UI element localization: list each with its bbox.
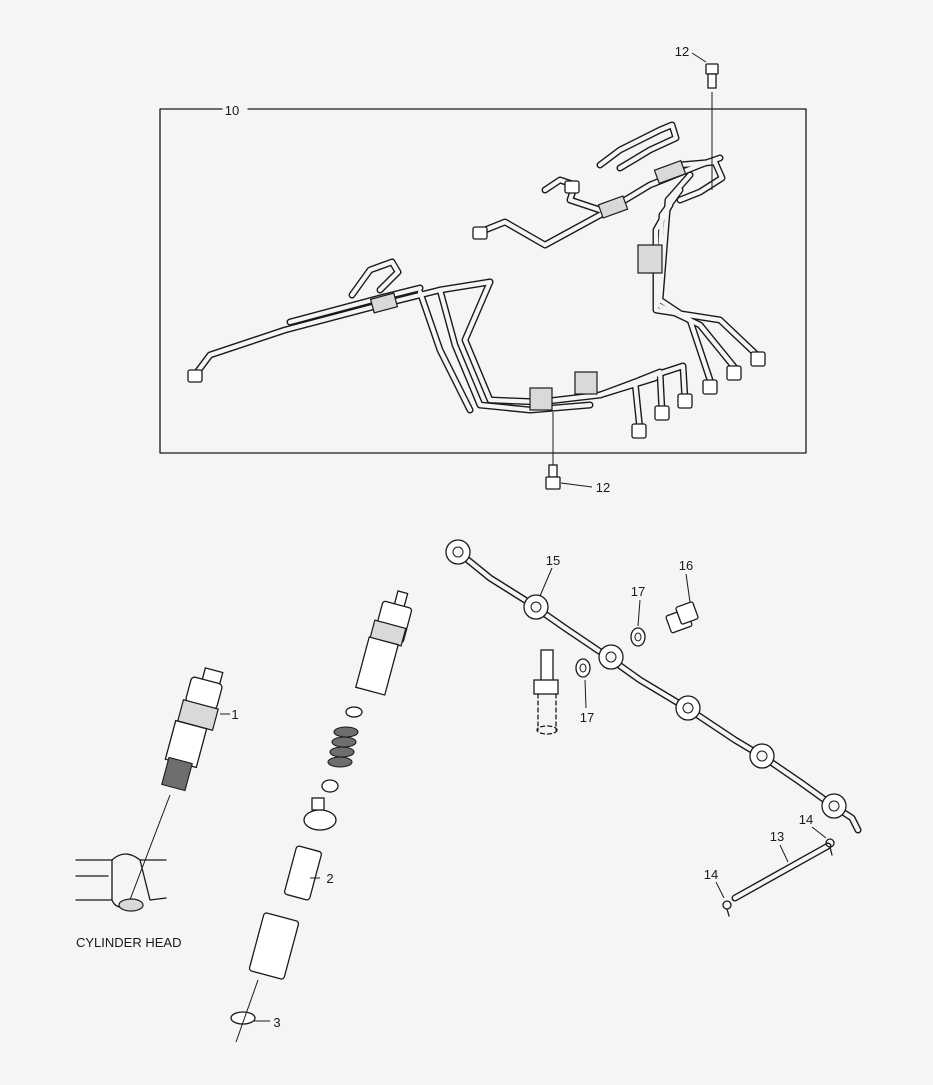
pipe-clamps [369, 159, 687, 411]
banjo-fittings [445, 539, 847, 819]
injector-stub [533, 649, 559, 735]
spring [327, 726, 359, 768]
callout-numbers: 10 12 12 1 2 3 15 16 17 17 13 14 14 [225, 44, 813, 1030]
callout-15: 15 [546, 553, 560, 568]
leak-off-line [445, 539, 862, 834]
callout-16: 16 [679, 558, 693, 573]
callout-12-bottom: 12 [596, 480, 610, 495]
callout-leaders [220, 52, 827, 1022]
callout-17-upper: 17 [631, 584, 645, 599]
callout-2: 2 [326, 871, 333, 886]
callout-17-lower: 17 [580, 710, 594, 725]
callout-13: 13 [770, 829, 784, 844]
hose-clip-upper [825, 838, 835, 856]
hose-clip-lower [722, 900, 732, 917]
callout-14-lower: 14 [704, 867, 718, 882]
injector-assembly [127, 667, 224, 906]
pipe-end-nuts [187, 180, 766, 439]
sealing-washers [575, 627, 646, 678]
injector-exploded [230, 590, 413, 1043]
callout-10: 10 [225, 103, 239, 118]
clamp-bolt-top [705, 63, 719, 190]
callout-14-upper: 14 [799, 812, 813, 827]
banjo-bolt [665, 601, 699, 634]
callout-3: 3 [273, 1015, 280, 1030]
return-hose [731, 842, 832, 902]
cylinder-head-label: CYLINDER HEAD [76, 935, 181, 950]
callout-1: 1 [231, 707, 238, 722]
kit-frame [159, 108, 807, 454]
clamp-bolt-bottom [545, 412, 561, 490]
pipe-kit-group [159, 108, 807, 454]
callout-12-top: 12 [675, 44, 689, 59]
cylinder-head [75, 853, 167, 912]
